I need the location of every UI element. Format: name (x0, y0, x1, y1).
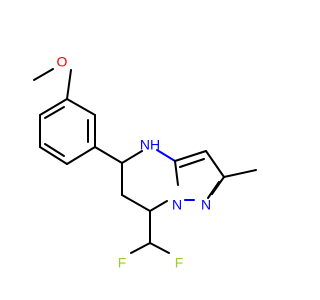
phenyl-bond-1 (66, 98, 96, 116)
phenyl-bond-6 (39, 98, 68, 116)
methoxy-group (33, 68, 72, 100)
c3a-to-c3-bond (174, 150, 207, 162)
phenyl-to-c5-bond (94, 146, 123, 164)
oxygen-atom-label: O (57, 54, 68, 70)
c7-to-n1-bond (149, 200, 168, 212)
oxygen-ring-bond (66, 69, 72, 100)
c2-to-n2-bond (211, 176, 225, 195)
right-fluorine-label: F (175, 255, 184, 271)
ring-nitrogen-label: N (201, 197, 211, 213)
c6-to-c7-bond (121, 194, 151, 212)
methyl-oxygen-bond (33, 68, 54, 81)
phenyl-double-bond-2 (44, 143, 65, 157)
c3-to-c2-bond (205, 150, 225, 178)
c2-n2-double-bond (207, 181, 220, 199)
methyl-bond (223, 169, 257, 178)
nh-to-c3a-bond (156, 149, 176, 162)
pyrimidine-ring (94, 146, 176, 212)
phenyl-bond-3 (66, 146, 96, 165)
c3a-to-n1-bond (174, 160, 179, 186)
molecule-diagram: O NH N N F F (33, 54, 257, 271)
nh-atom-label: NH (140, 137, 160, 153)
methoxyphenyl-ring (39, 98, 96, 165)
c3a-c3-double-bond (179, 158, 205, 168)
phenyl-double-bond-3 (44, 106, 65, 119)
chf2-right-fluorine-bond (149, 242, 170, 254)
pyrazole-ring (174, 150, 257, 201)
left-fluorine-label: F (118, 255, 127, 271)
difluoromethyl-group (130, 210, 170, 254)
phenyl-bond-4 (39, 146, 68, 165)
bridge-nitrogen-label: N (172, 197, 182, 213)
c5-to-nh-bond (121, 150, 143, 164)
chf2-left-fluorine-bond (130, 242, 151, 254)
